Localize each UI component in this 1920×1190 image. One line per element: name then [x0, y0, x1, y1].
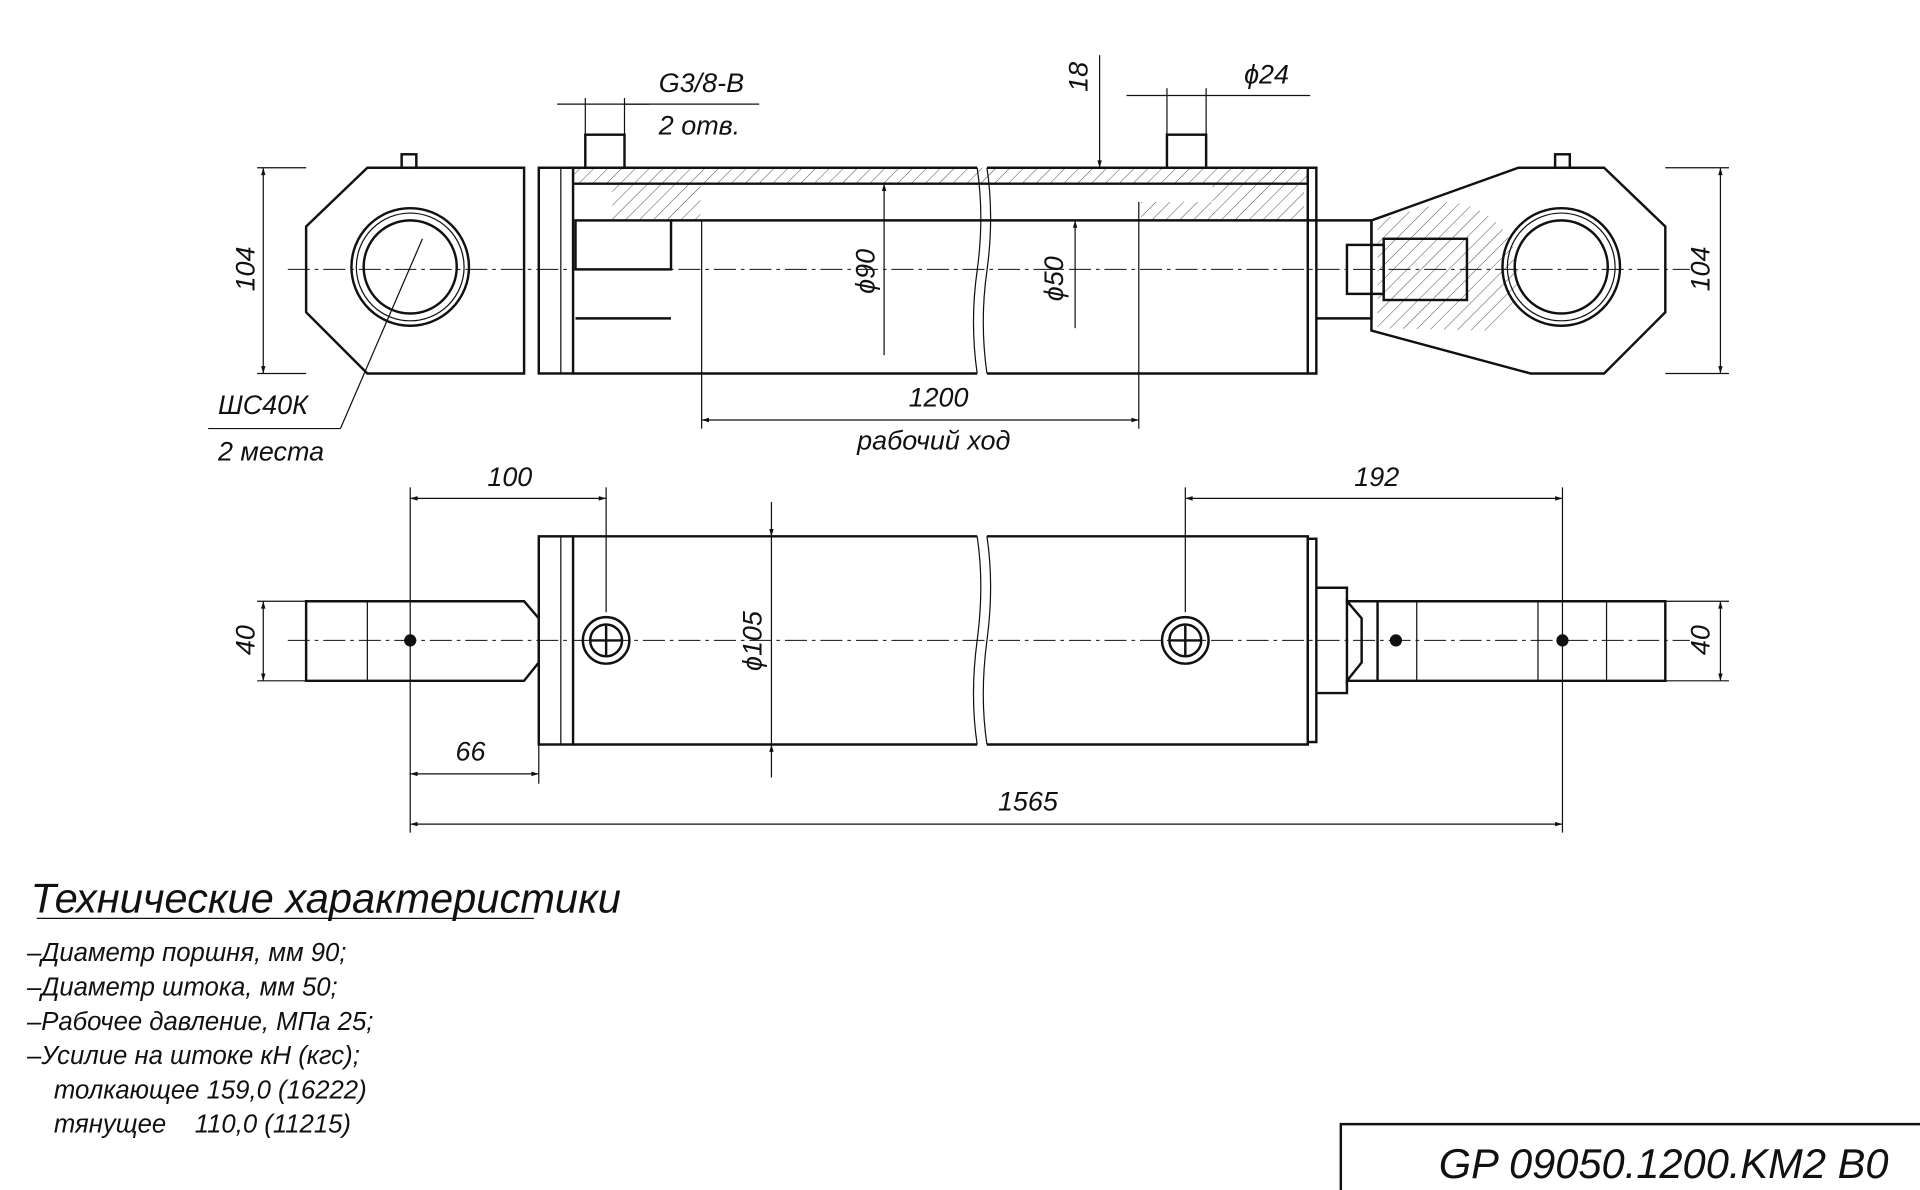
port-right	[1165, 133, 1208, 169]
dim-18: 18	[1063, 62, 1093, 92]
spec-line: –Диаметр штока, мм 50;	[26, 974, 338, 1002]
port-plug-right	[1160, 615, 1210, 665]
port-plug-left	[581, 615, 631, 665]
left-rod-eye	[304, 600, 541, 683]
dim-104-left: 104	[231, 247, 261, 292]
dim-40-right: 40	[1685, 625, 1715, 655]
top-view-section: G3/8-B 2 отв. 18 ϕ24 ШС40К 2 места 104 1…	[208, 55, 1729, 466]
bearing-count-label: 2 места	[217, 436, 324, 466]
dim-d50: ϕ50	[1039, 256, 1069, 301]
technical-specs: Технические характеристики –Диаметр порш…	[26, 874, 621, 1138]
spec-line: толкающее 159,0 (16222)	[54, 1076, 367, 1104]
port-left	[584, 133, 626, 169]
specs-title: Технические характеристики	[31, 874, 621, 921]
dim-d105: ϕ105	[738, 610, 768, 671]
bottom-view: 100 192 66 1565 40 40 ϕ105	[231, 462, 1729, 833]
port-count-label: 2 отв.	[658, 111, 740, 141]
dim-66: 66	[456, 736, 486, 766]
spec-line: –Усилие на штоке кН (кгс);	[26, 1042, 360, 1070]
dim-40-left: 40	[231, 625, 261, 655]
title-block: GP 09050.1200.KM2 B0	[1339, 1122, 1920, 1190]
stroke-value: 1200	[909, 383, 969, 413]
dim-1565: 1565	[998, 787, 1059, 817]
spec-line: –Рабочее давление, МПа 25;	[26, 1008, 373, 1036]
dim-100: 100	[487, 462, 532, 492]
spec-line: тянущее 110,0 (11215)	[54, 1111, 351, 1139]
right-clevis	[1370, 166, 1667, 375]
port-thread-label: G3/8-B	[659, 68, 744, 98]
spec-line: –Диаметр поршня, мм 90;	[26, 939, 347, 967]
left-bearing	[350, 206, 471, 327]
dim-104-right: 104	[1685, 247, 1715, 292]
right-rod-eye	[1376, 600, 1667, 683]
dim-192: 192	[1354, 462, 1399, 492]
left-clevis	[304, 166, 526, 375]
stroke-label: рабочий ход	[856, 425, 1010, 455]
right-bearing	[1501, 206, 1622, 327]
dim-d90: ϕ90	[850, 249, 880, 294]
bearing-label: ШС40К	[218, 390, 310, 420]
dim-d24: ϕ24	[1244, 59, 1289, 89]
drawing-designation: GP 09050.1200.KM2 B0	[1439, 1140, 1889, 1187]
